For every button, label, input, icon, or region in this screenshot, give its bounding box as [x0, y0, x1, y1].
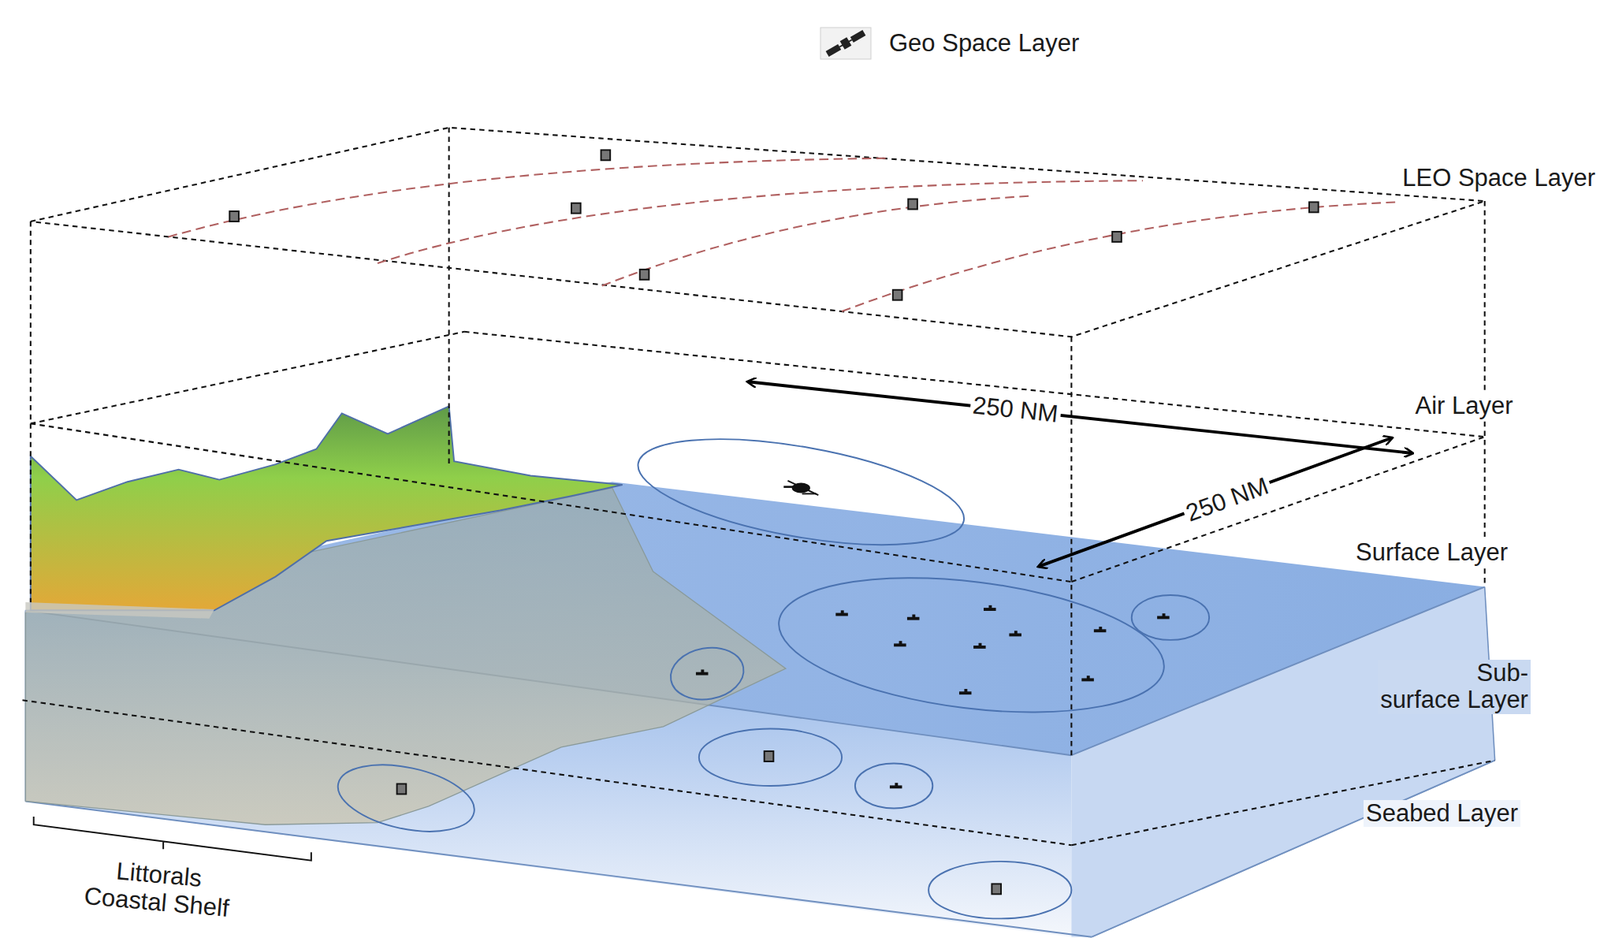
dimension-arrows [747, 381, 1413, 566]
layer-label: Seabed Layer [1363, 800, 1521, 828]
helicopter-icon [783, 480, 819, 495]
layer-label: Air Layer [1412, 392, 1515, 421]
satellite-icon [819, 26, 872, 60]
battlespace-box [22, 127, 1495, 845]
land-mass [30, 405, 623, 611]
dimension-label: 250 NM [968, 391, 1062, 429]
legend-text: Geo Space Layer [889, 29, 1080, 58]
layer-label: Sub- surface Layer [1377, 659, 1531, 715]
vessel-icons [695, 605, 1170, 789]
legend: Geo Space Layer [819, 26, 1080, 60]
littorals-bracket [33, 816, 312, 861]
layer-label: Surface Layer [1353, 539, 1511, 567]
sensor-markers [229, 149, 1318, 894]
orbit-tracks [168, 158, 1399, 312]
layer-label: LEO Space Layer [1402, 164, 1596, 193]
region-label: Littorals Coastal Shelf [83, 855, 234, 923]
coverage-rings [331, 419, 1210, 920]
dimension-label: 250 NM [1180, 472, 1276, 529]
